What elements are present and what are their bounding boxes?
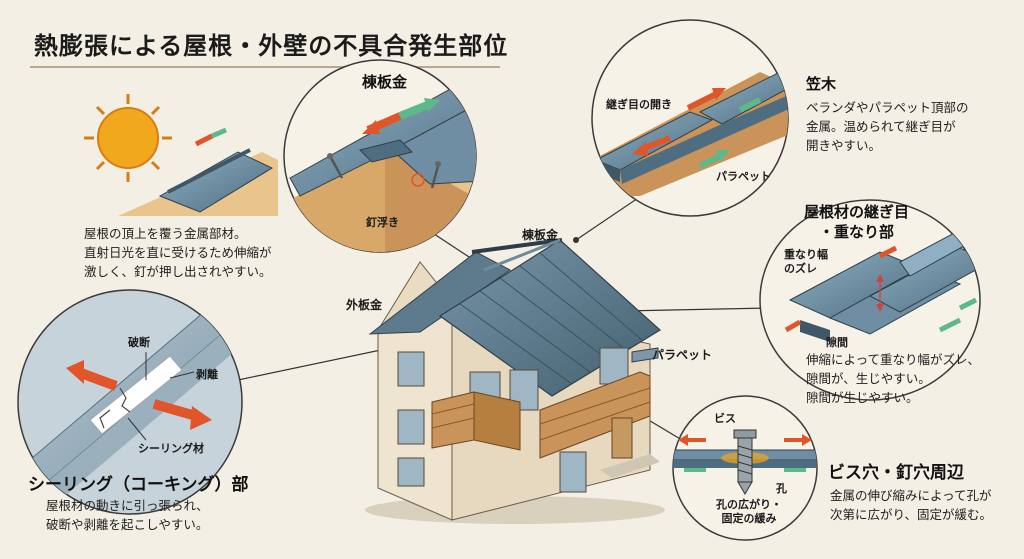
sealing-desc: 屋根材の動きに引っ張られ、 破断や剥離を起こしやすい。 [46, 496, 209, 534]
house-ridge-label: 棟板金 [522, 228, 559, 242]
ridge-desc-line: 激しく、釘が押し出されやすい。 [84, 264, 272, 279]
kasagi-heading: 笠木 [806, 75, 837, 93]
sun-icon [84, 94, 172, 182]
joint-heading-line: ・重なり部 [819, 223, 895, 241]
sealant-label: シーリング材 [138, 442, 204, 455]
mini-ridge-roof [118, 127, 278, 216]
kasagi-desc-line: ベランダやパラペット頂部の [806, 100, 969, 115]
sealing-desc-line: 屋根材の動きに引っ張られ、 [46, 498, 209, 513]
kasagi-desc-line: 開きやすい。 [806, 138, 882, 153]
screw-desc-line: 次第に広がり、固定が緩む。 [830, 507, 993, 522]
joint-heading: 屋根材の継ぎ目 ・重なり部 [804, 202, 909, 242]
joint-heading-line: 屋根材の継ぎ目 [804, 203, 910, 221]
break-label: 破断 [128, 336, 150, 349]
title-underline [30, 66, 500, 68]
kasagi-desc: ベランダやパラペット頂部の 金属。温められて継ぎ目が 開きやすい。 [806, 98, 969, 155]
kasagi-desc-line: 金属。温められて継ぎ目が [806, 119, 956, 134]
hole-widen-line: 固定の緩み [721, 512, 777, 525]
joint-desc-line: 伸縮によって重なり幅がズレ、 [806, 352, 981, 367]
kasagi-gap-label: 継ぎ目の開き [606, 98, 672, 111]
nail-pop-label: 釘浮き [366, 216, 399, 229]
peel-label: 剥離 [196, 368, 218, 381]
screw-label: ビス [714, 412, 736, 425]
hole-widen-line: 孔の広がり・ [716, 498, 782, 511]
sealing-heading: シーリング（コーキング）部 [28, 475, 249, 495]
kasagi-detail [591, 19, 789, 217]
overlap-shift-line: のズレ [784, 262, 817, 275]
house-siding-label: 外板金 [346, 298, 383, 312]
overlap-shift-line: 重なり幅 [784, 248, 828, 261]
joint-gap-label: 隙間 [826, 336, 848, 349]
sealing-desc-line: 破断や剥離を起こしやすい。 [46, 517, 209, 532]
ridge-desc-line: 直射日光を直に受けるため伸縮が [84, 245, 272, 260]
screw-desc: 金属の伸び縮みによって孔が 次第に広がり、固定が緩む。 [830, 486, 992, 524]
joint-desc-line: 隙間が、生じやすい。 [806, 371, 931, 386]
screw-heading: ビス穴・釘穴周辺 [828, 463, 964, 483]
joint-desc-line: 隙間が生じやすい。 [806, 390, 919, 405]
overlap-shift-label: 重なり幅 のズレ [784, 248, 828, 276]
page-title: 熱膨張による屋根・外壁の不具合発生部位 [34, 32, 509, 60]
sealing-detail [17, 289, 243, 515]
kasagi-parapet-label: パラペット [716, 170, 771, 183]
screw-detail [672, 395, 818, 541]
screw-desc-line: 金属の伸び縮みによって孔が [830, 488, 992, 503]
house-illustration [365, 238, 665, 524]
house-parapet-label: パラペット [652, 348, 713, 362]
ridge-panel-heading: 棟板金 [362, 73, 408, 91]
hole-widen-label: 孔の広がり・ 固定の緩み [716, 498, 782, 526]
hole-label: 孔 [776, 482, 787, 495]
joint-desc: 伸縮によって重なり幅がズレ、 隙間が、生じやすい。 隙間が生じやすい。 [806, 350, 980, 407]
ridge-desc-line: 屋根の頂上を覆う金属部材。 [84, 226, 247, 241]
ridge-desc: 屋根の頂上を覆う金属部材。 直射日光を直に受けるため伸縮が 激しく、釘が押し出さ… [84, 224, 272, 281]
